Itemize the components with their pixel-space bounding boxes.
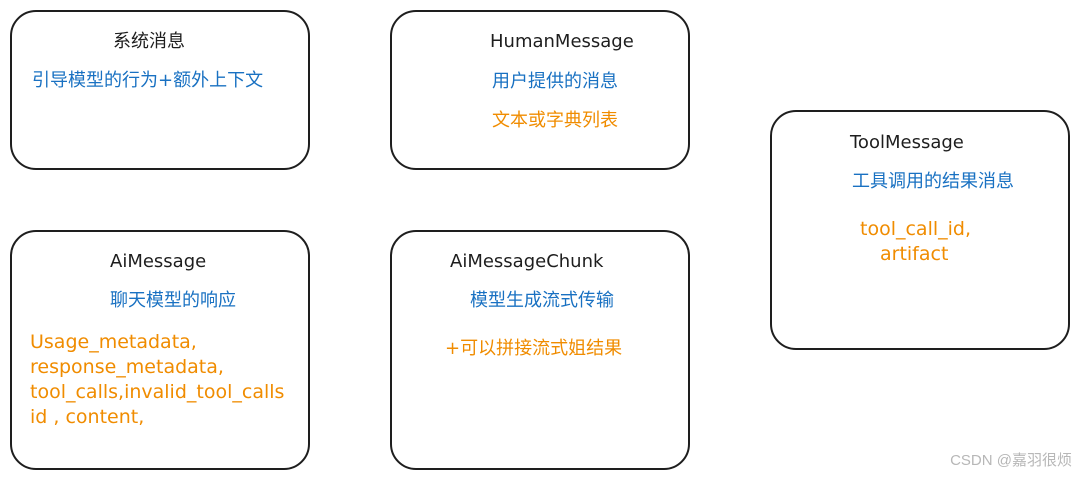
- tool-message-description: 工具调用的结果消息: [852, 171, 1014, 192]
- tool-message-detail-line2: artifact: [880, 243, 949, 265]
- tool-message-detail-line1: tool_call_id,: [860, 218, 972, 240]
- tool-message-title: ToolMessage: [850, 132, 964, 153]
- ai-message-chunk-detail: +可以拼接流式姐结果: [445, 338, 623, 359]
- csdn-watermark: CSDN @嘉羽很烦: [950, 452, 1072, 469]
- ai-message-chunk-title: AiMessageChunk: [450, 251, 604, 272]
- ai-message-card: [10, 230, 310, 470]
- ai-message-chunk-description: 模型生成流式传输: [470, 290, 614, 311]
- human-message-title: HumanMessage: [490, 31, 634, 52]
- ai-message-chunk-card: [390, 230, 690, 470]
- human-message-description: 用户提供的消息: [492, 71, 618, 92]
- ai-message-detail-line: id , content,: [30, 406, 145, 428]
- ai-message-detail-line: tool_calls,invalid_tool_calls: [30, 381, 285, 403]
- ai-message-detail-line: Usage_metadata,: [30, 331, 197, 353]
- system-message-title: 系统消息: [113, 31, 185, 52]
- human-message-card: [390, 10, 690, 170]
- human-message-detail: 文本或字典列表: [492, 110, 618, 131]
- ai-message-detail-line: response_metadata,: [30, 356, 224, 378]
- system-message-description: 引导模型的行为+额外上下文: [32, 70, 264, 91]
- ai-message-description: 聊天模型的响应: [110, 290, 236, 311]
- tool-message-card: [770, 110, 1070, 350]
- ai-message-title: AiMessage: [110, 251, 207, 272]
- system-message-card: [10, 10, 310, 170]
